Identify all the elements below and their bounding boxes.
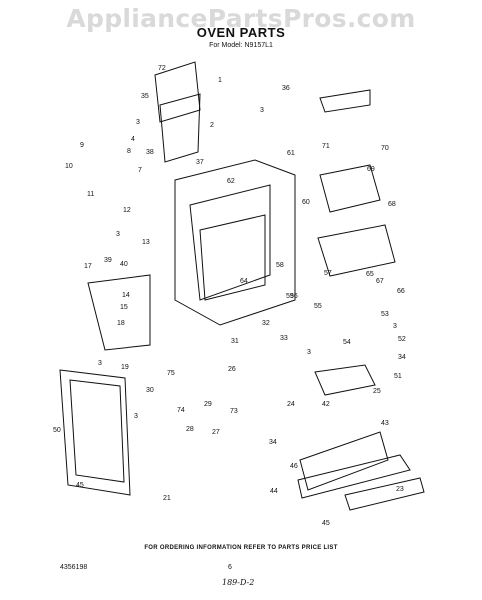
callout-52: 52 (398, 336, 406, 343)
callout-17: 17 (84, 263, 92, 270)
callout-53: 53 (381, 311, 389, 318)
callout-46: 46 (290, 463, 298, 470)
callout-61: 61 (287, 150, 295, 157)
callout-11: 11 (87, 191, 94, 198)
callout-40: 40 (120, 261, 128, 268)
document-id: 4356198 (60, 564, 88, 571)
callout-27: 27 (212, 429, 220, 436)
handwritten-note: 189-D-2 (222, 578, 255, 587)
callout-33: 33 (280, 335, 288, 342)
callout-31: 31 (231, 338, 239, 345)
watermark: AppliancePartsPros.com (66, 4, 416, 33)
callout-74: 74 (177, 407, 185, 414)
callout-45: 45 (76, 482, 84, 489)
callout-3: 3 (134, 413, 138, 420)
callout-45: 45 (322, 520, 330, 527)
callout-34: 34 (269, 439, 277, 446)
callout-42: 42 (322, 401, 330, 408)
callout-64: 64 (240, 278, 248, 285)
callout-34: 34 (398, 354, 406, 361)
callout-13: 13 (142, 239, 150, 246)
callout-3: 3 (136, 119, 140, 126)
callout-68: 68 (388, 201, 396, 208)
callout-55: 55 (314, 303, 322, 310)
callout-10: 10 (65, 163, 73, 170)
callout-39: 39 (104, 257, 112, 264)
callout-32: 32 (262, 320, 270, 327)
callout-3: 3 (116, 231, 120, 238)
page-title: OVEN PARTS (196, 25, 286, 40)
callout-28: 28 (186, 426, 194, 433)
callout-57: 57 (324, 270, 332, 277)
callout-44: 44 (270, 488, 278, 495)
callout-54: 54 (343, 339, 351, 346)
callout-8: 8 (127, 148, 131, 155)
callout-26: 26 (228, 366, 236, 373)
callout-50: 50 (53, 427, 61, 434)
callout-2: 2 (210, 122, 214, 129)
callout-23: 23 (396, 486, 404, 493)
ordering-info-footer: FOR ORDERING INFORMATION REFER TO PARTS … (144, 545, 338, 551)
callout-71: 71 (322, 143, 330, 150)
callout-4: 4 (131, 136, 135, 143)
callout-36: 36 (282, 85, 290, 92)
callout-37: 37 (196, 159, 204, 166)
callout-3: 3 (260, 107, 264, 114)
callout-7: 7 (138, 167, 142, 174)
callout-70: 70 (381, 145, 389, 152)
callout-15: 15 (120, 304, 128, 311)
callout-38: 38 (146, 149, 154, 156)
callout-73: 73 (230, 408, 238, 415)
callout-66: 66 (397, 288, 405, 295)
callout-3: 3 (307, 349, 311, 356)
callout-51: 51 (394, 373, 402, 380)
callout-9: 9 (80, 142, 84, 149)
model-label: For Model: N9157L1 (209, 42, 273, 49)
callout-75: 75 (167, 370, 175, 377)
callout-43: 43 (381, 420, 389, 427)
page-number: 6 (228, 564, 232, 571)
callout-35: 35 (141, 93, 149, 100)
callout-12: 12 (123, 207, 131, 214)
callout-72: 72 (158, 65, 166, 72)
callout-60: 60 (302, 199, 310, 206)
callout-58: 58 (276, 262, 284, 269)
callout-14: 14 (122, 292, 130, 299)
callout-59: 59 (286, 293, 294, 300)
callout-67: 67 (376, 278, 384, 285)
callout-29: 29 (204, 401, 212, 408)
callout-24: 24 (287, 401, 295, 408)
callout-1: 1 (218, 77, 222, 84)
callout-21: 21 (163, 495, 171, 502)
callout-18: 18 (117, 320, 125, 327)
callout-19: 19 (121, 364, 129, 371)
callout-30: 30 (146, 387, 154, 394)
callout-3: 3 (98, 360, 102, 367)
callout-56: 56 (290, 293, 298, 300)
callout-25: 25 (373, 388, 381, 395)
callout-3: 3 (393, 323, 397, 330)
callout-62: 62 (227, 178, 235, 185)
callout-69: 69 (367, 166, 375, 173)
callout-65: 65 (366, 271, 374, 278)
